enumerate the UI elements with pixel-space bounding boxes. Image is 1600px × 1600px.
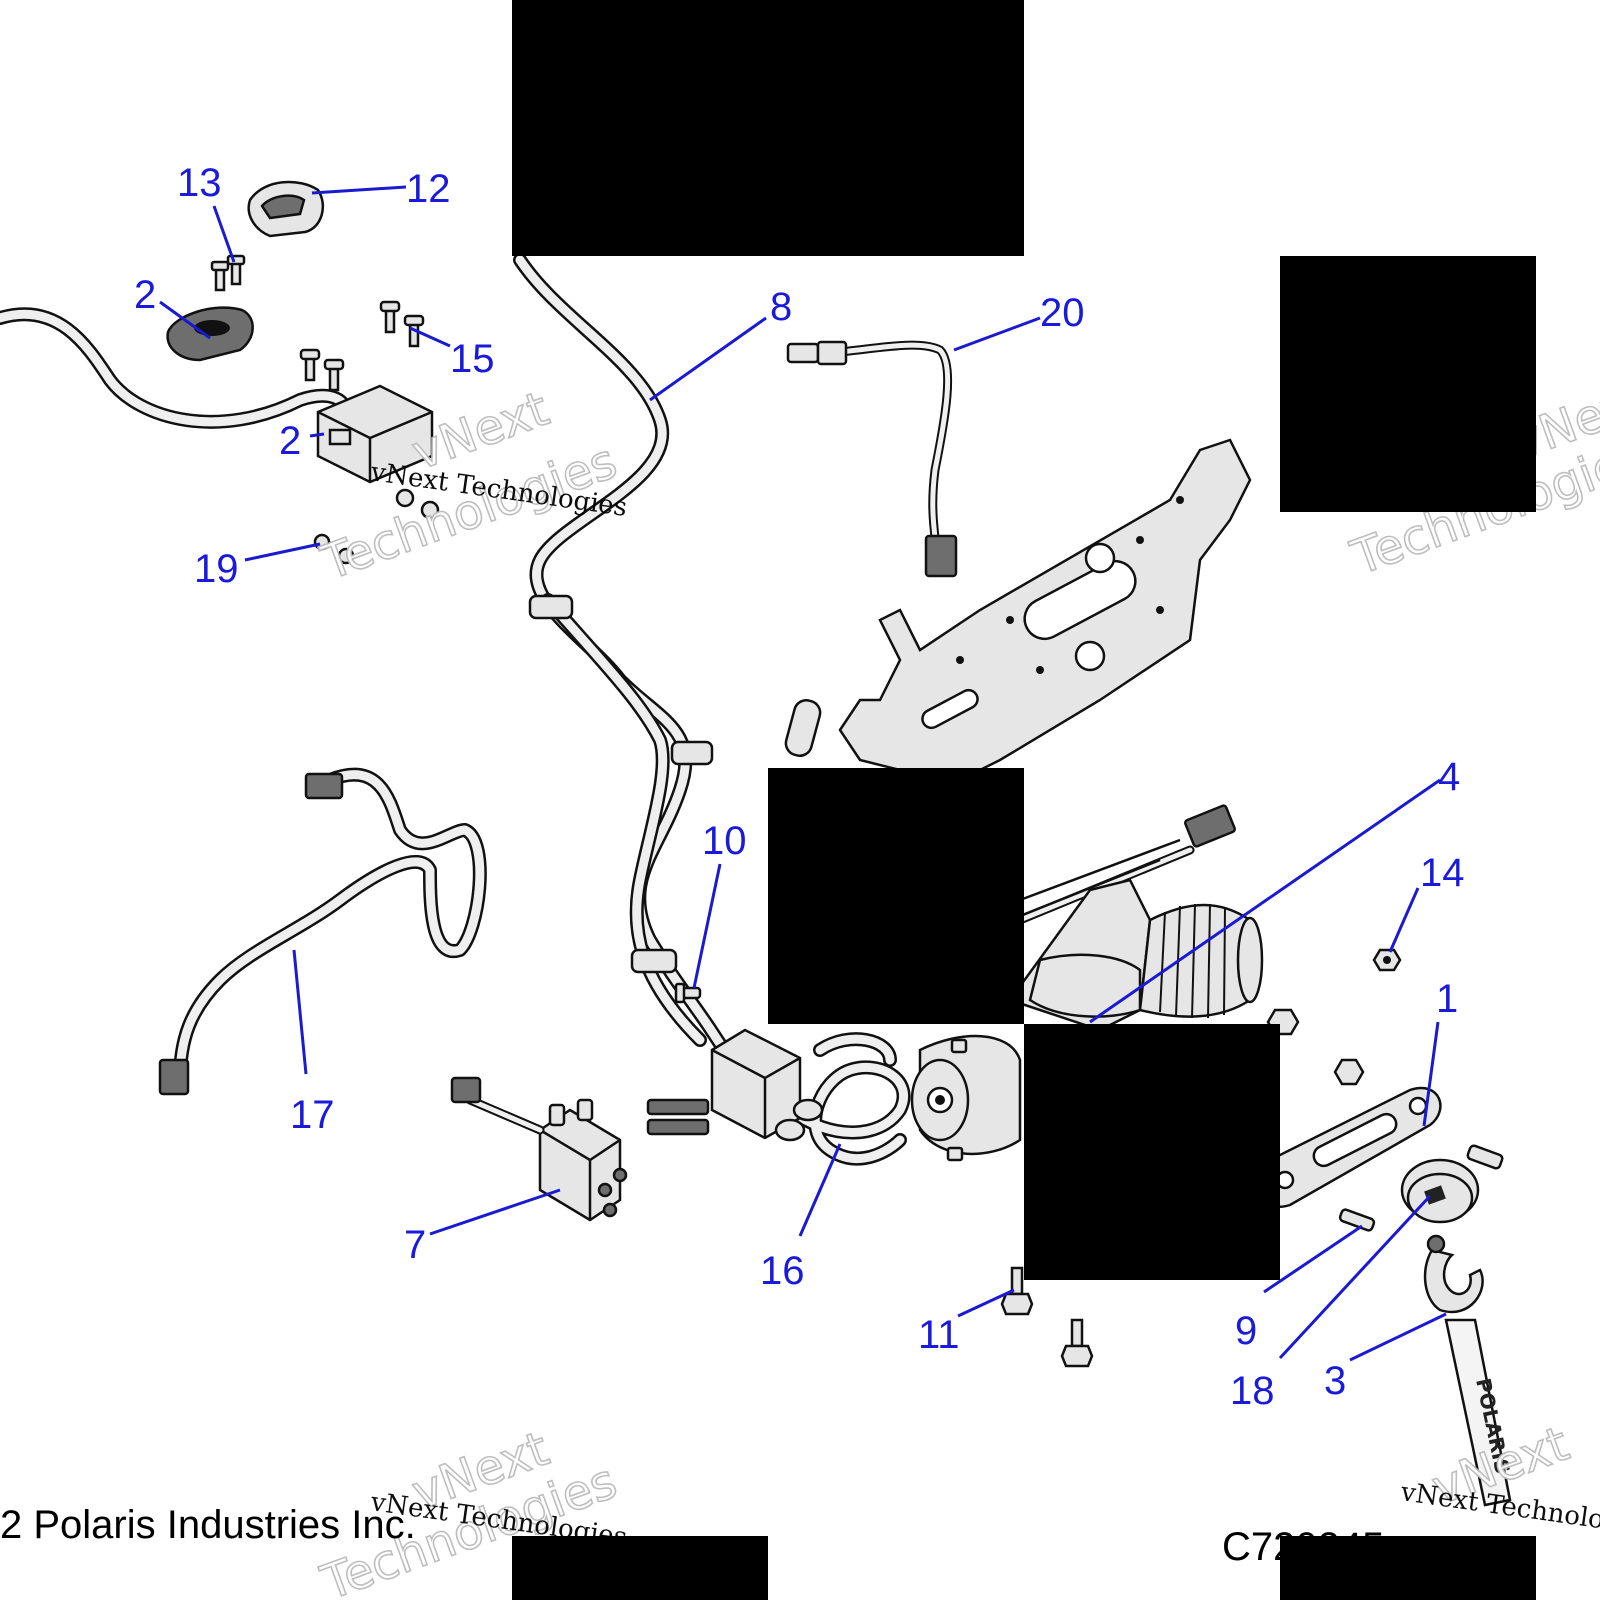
callout-12: 12: [406, 167, 451, 211]
bolts-11: [1000, 1266, 1094, 1368]
screws-15: [299, 300, 425, 392]
redaction-top-right: [1280, 256, 1536, 512]
callout-9: 9: [1235, 1309, 1257, 1353]
callout-2b: 2: [279, 419, 301, 463]
copyright-text: 2 Polaris Industries Inc.: [0, 1503, 416, 1547]
harness-16: [783, 1032, 911, 1166]
bolts-9: [1338, 1144, 1504, 1232]
callout-11: 11: [918, 1313, 960, 1357]
contactor-7: [450, 1076, 628, 1222]
harness-20: [786, 340, 958, 578]
redaction-top: [512, 0, 1024, 256]
redaction-boxes: [512, 0, 1536, 1600]
winch-body: [1007, 838, 1264, 1032]
control-module-2: [316, 384, 434, 484]
callout-3: 3: [1324, 1359, 1346, 1403]
callout-4: 4: [1438, 755, 1460, 799]
redaction-center: [768, 768, 1024, 1024]
callout-19: 19: [194, 547, 239, 591]
nuts-loose: [1266, 1008, 1365, 1086]
callout-14: 14: [1420, 851, 1465, 895]
screws-13: [210, 254, 246, 292]
callout-18: 18: [1230, 1369, 1275, 1413]
redaction-lower-center: [1024, 1024, 1280, 1280]
bolt-10: [674, 982, 702, 1004]
redaction-bottom-left: [512, 1536, 768, 1600]
redaction-bottom-right: [1280, 1536, 1536, 1600]
callout-16: 16: [760, 1249, 805, 1293]
callout-15: 15: [450, 337, 495, 381]
harness-17: [158, 767, 487, 1096]
nut-14: [1372, 948, 1402, 972]
callout-17: 17: [290, 1093, 335, 1137]
callout-2a: 2: [134, 273, 156, 317]
harness-left-wire: [0, 307, 352, 429]
remote-holder-12: [247, 180, 325, 238]
callout-10: 10: [702, 819, 747, 863]
leader-lines: [159, 185, 1447, 1362]
winch-motor: [910, 1034, 1022, 1162]
main-harness-8: [513, 253, 737, 1067]
callout-1: 1: [1436, 977, 1458, 1021]
winch-mounting-plate: [784, 438, 1252, 782]
callout-13: 13: [177, 161, 222, 205]
contactor-mounted: [646, 1028, 824, 1142]
handheld-remote-2: [166, 306, 254, 362]
callout-20: 20: [1040, 291, 1085, 335]
callout-7: 7: [404, 1223, 426, 1267]
callout-8: 8: [770, 285, 792, 329]
callouts: 13 12 2 15 2 8 20 19 10 4 14 1 17 7 16 9…: [134, 161, 1465, 1413]
hook-and-strap-3: POLARIS: [1423, 1234, 1515, 1507]
